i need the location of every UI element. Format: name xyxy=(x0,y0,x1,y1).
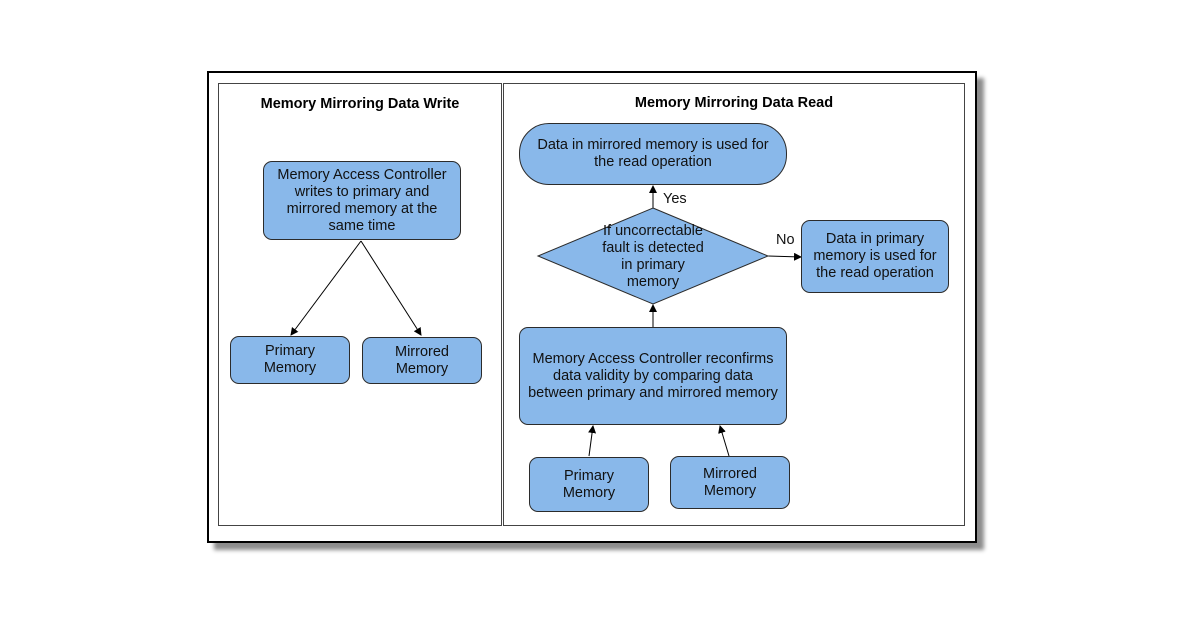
read-controller-label: Memory Access Controller reconfirms data… xyxy=(528,350,778,401)
write-primary-memory-node: Primary Memory xyxy=(230,336,350,384)
read-mirrored-memory-node: Mirrored Memory xyxy=(670,456,790,509)
no-label: No xyxy=(776,232,795,248)
edge-write-to-primary xyxy=(290,240,362,336)
edge-decision-no xyxy=(767,252,802,261)
yes-label: Yes xyxy=(663,191,687,207)
write-mirrored-memory-node: Mirrored Memory xyxy=(362,337,482,384)
write-panel-title: Memory Mirroring Data Write xyxy=(260,96,460,112)
edge-primary-to-controller xyxy=(588,425,597,457)
primary-data-used-node: Data in primary memory is used for the r… xyxy=(801,220,949,293)
edge-mirrored-to-controller xyxy=(718,425,730,457)
read-primary-memory-node: Primary Memory xyxy=(529,457,649,512)
read-mirrored-memory-label: Mirrored Memory xyxy=(703,465,757,499)
read-panel-title: Memory Mirroring Data Read xyxy=(634,95,834,111)
mirrored-data-used-label: Data in mirrored memory is used for the … xyxy=(537,137,769,170)
write-primary-memory-label: Primary Memory xyxy=(263,343,317,376)
edge-write-to-mirrored xyxy=(360,240,422,336)
decision-diamond xyxy=(536,207,770,305)
write-controller-node: Memory Access Controller writes to prima… xyxy=(263,161,461,240)
read-controller-node: Memory Access Controller reconfirms data… xyxy=(519,327,787,425)
write-panel: Memory Mirroring Data Write xyxy=(218,83,502,526)
decision-label: If uncorrectable fault is detected in pr… xyxy=(602,223,704,290)
write-controller-label: Memory Access Controller writes to prima… xyxy=(277,166,447,234)
read-primary-memory-label: Primary Memory xyxy=(562,467,616,501)
write-mirrored-memory-label: Mirrored Memory xyxy=(395,343,449,377)
mirrored-data-used-node: Data in mirrored memory is used for the … xyxy=(519,123,787,185)
primary-data-used-label: Data in primary memory is used for the r… xyxy=(813,231,937,281)
